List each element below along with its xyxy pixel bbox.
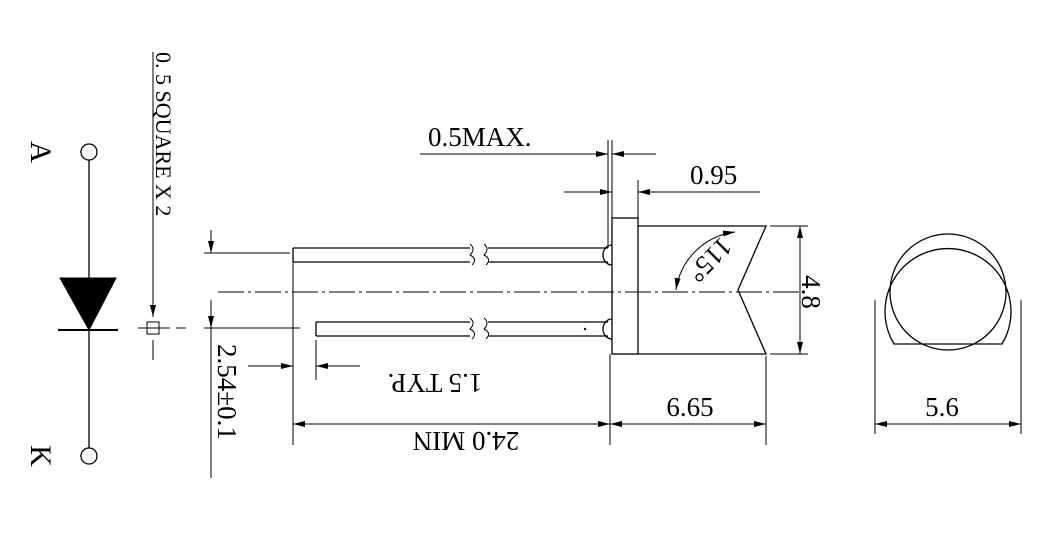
diode-symbol — [58, 143, 118, 465]
body-length-label: 6.65 — [666, 392, 713, 422]
anode-label: A — [24, 141, 57, 163]
body-diameter-label: 4.8 — [796, 275, 826, 309]
lead-extension-label: 0.5MAX. — [428, 122, 532, 152]
led-body-side — [611, 217, 767, 355]
lead-square-callout — [138, 52, 186, 360]
lead-square-label: 0. 5 SQUARE X 2 — [151, 52, 176, 216]
lead-extension-dimension — [420, 140, 760, 248]
body-diameter-dimension — [770, 225, 808, 355]
shoulder-dimension — [248, 340, 360, 380]
lens-angle-dimension — [674, 230, 736, 291]
lead-length-label: 24.0 MIN — [413, 426, 520, 456]
flange-diameter-label: 5.6 — [925, 392, 959, 422]
cathode-label: K — [24, 445, 57, 467]
lead-spacing-dimension — [204, 230, 300, 478]
flange-label: 0.95 — [690, 160, 737, 190]
leads — [292, 243, 613, 340]
led-front-view — [874, 233, 1022, 434]
shoulder-label: 1.5 TYP. — [388, 368, 483, 398]
lens-angle-label: 115° — [682, 232, 739, 289]
length-dimensions — [292, 262, 767, 445]
lead-spacing-label: 2.54±0.1 — [212, 344, 242, 440]
